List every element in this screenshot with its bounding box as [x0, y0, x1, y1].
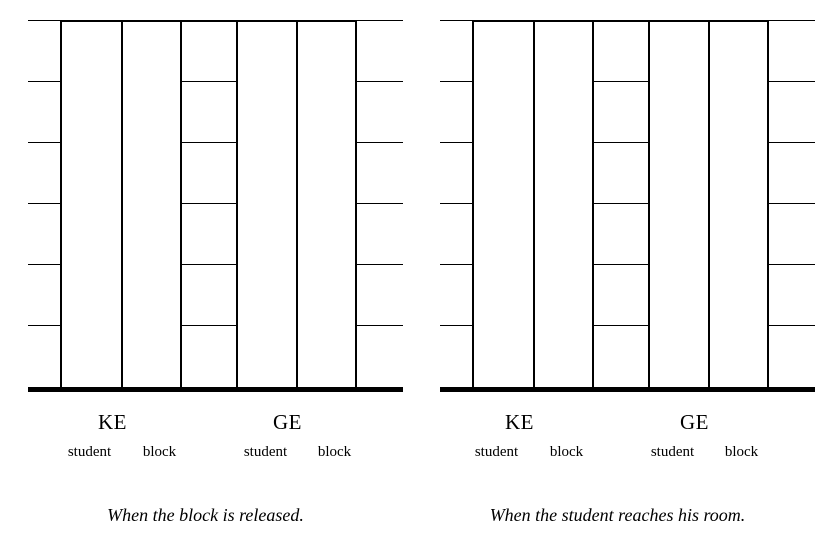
bar-ge-block: [648, 20, 708, 390]
bar-edge-line: [180, 20, 182, 390]
bar-segment-line: [592, 264, 648, 265]
bar-segment-line: [180, 81, 236, 82]
bar-ge-student: [592, 20, 648, 390]
plot-area-right: [440, 0, 815, 393]
bar-label-ge-student: student: [243, 444, 288, 460]
gridline-5: [440, 81, 486, 82]
panel-caption-left: When the block is released.: [107, 505, 304, 525]
bar-edge-line: [708, 20, 710, 390]
gridline-6: [440, 20, 486, 21]
bar-segment-line: [592, 325, 648, 326]
baseline-axis: [440, 387, 815, 392]
bar-top-cap: [180, 20, 236, 22]
gridline-3: [440, 203, 486, 204]
bar-top-cap: [121, 20, 180, 22]
bar-label-ke-student: student: [474, 444, 519, 460]
bar-ke-block: [121, 20, 180, 390]
bar-label-ge-student: student: [650, 444, 695, 460]
gridline-1: [440, 325, 486, 326]
bar-edge-line: [648, 20, 650, 390]
gridline-4: [28, 142, 74, 143]
bar-ke-student: [60, 20, 121, 390]
gridline-right-3: [355, 203, 403, 204]
gridline-right-5: [355, 81, 403, 82]
gridline-1: [28, 325, 74, 326]
gridline-right-1: [355, 325, 403, 326]
gridline-right-2: [767, 264, 815, 265]
bar-edge-line: [592, 20, 594, 390]
bar-edge-line: [767, 20, 769, 390]
gridline-3: [28, 203, 74, 204]
bar-label-ge-block: block: [317, 444, 352, 460]
gridline-6: [28, 20, 74, 21]
bar-top-cap: [472, 20, 533, 22]
bar-edge-line: [472, 20, 474, 390]
gridline-2: [28, 264, 74, 265]
bar-edge-line: [121, 20, 123, 390]
bar-segment-line: [180, 264, 236, 265]
gridline-right-6: [767, 20, 815, 21]
bar-segment-line: [592, 81, 648, 82]
group-label-ge: GE: [680, 410, 709, 434]
bar-edge-line: [296, 20, 298, 390]
bar-label-ke-block: block: [549, 444, 584, 460]
bar-top-cap: [648, 20, 708, 22]
bar-ke-student: [472, 20, 533, 390]
bar-segment-line: [180, 203, 236, 204]
bar-label-ke-student: student: [67, 444, 112, 460]
bar-segment-line: [592, 142, 648, 143]
bar-top-cap: [236, 20, 296, 22]
bar-edge-line: [355, 20, 357, 390]
energy-bar-chart-panel-right: KE GE student block student block When t…: [412, 0, 823, 537]
bar-ke-block: [533, 20, 592, 390]
bar-top-cap: [60, 20, 121, 22]
gridline-right-4: [767, 142, 815, 143]
bar-top-cap: [296, 20, 355, 22]
gridline-4: [440, 142, 486, 143]
group-label-ke: KE: [98, 410, 127, 434]
gridline-2: [440, 264, 486, 265]
bar-extra: [296, 20, 355, 390]
bar-label-ge-block: block: [724, 444, 759, 460]
gridline-right-3: [767, 203, 815, 204]
gridline-right-5: [767, 81, 815, 82]
bar-segment-line: [180, 325, 236, 326]
plot-area-left: [28, 0, 403, 393]
bar-ge-student: [180, 20, 236, 390]
bar-edge-line: [60, 20, 62, 390]
energy-bar-chart-panel-left: KE GE student block student block When t…: [0, 0, 411, 537]
group-label-ke: KE: [505, 410, 534, 434]
bar-top-cap: [592, 20, 648, 22]
bar-segment-line: [592, 203, 648, 204]
gridline-right-2: [355, 264, 403, 265]
bar-segment-line: [180, 142, 236, 143]
bar-ge-block: [236, 20, 296, 390]
gridline-right-4: [355, 142, 403, 143]
gridline-right-1: [767, 325, 815, 326]
gridline-right-6: [355, 20, 403, 21]
bar-edge-line: [533, 20, 535, 390]
bar-top-cap: [533, 20, 592, 22]
gridline-5: [28, 81, 74, 82]
bar-top-cap: [708, 20, 767, 22]
bar-label-ke-block: block: [142, 444, 177, 460]
bar-extra: [708, 20, 767, 390]
group-label-ge: GE: [273, 410, 302, 434]
baseline-axis: [28, 387, 403, 392]
panel-caption-right: When the student reaches his room.: [489, 505, 746, 525]
bar-edge-line: [236, 20, 238, 390]
